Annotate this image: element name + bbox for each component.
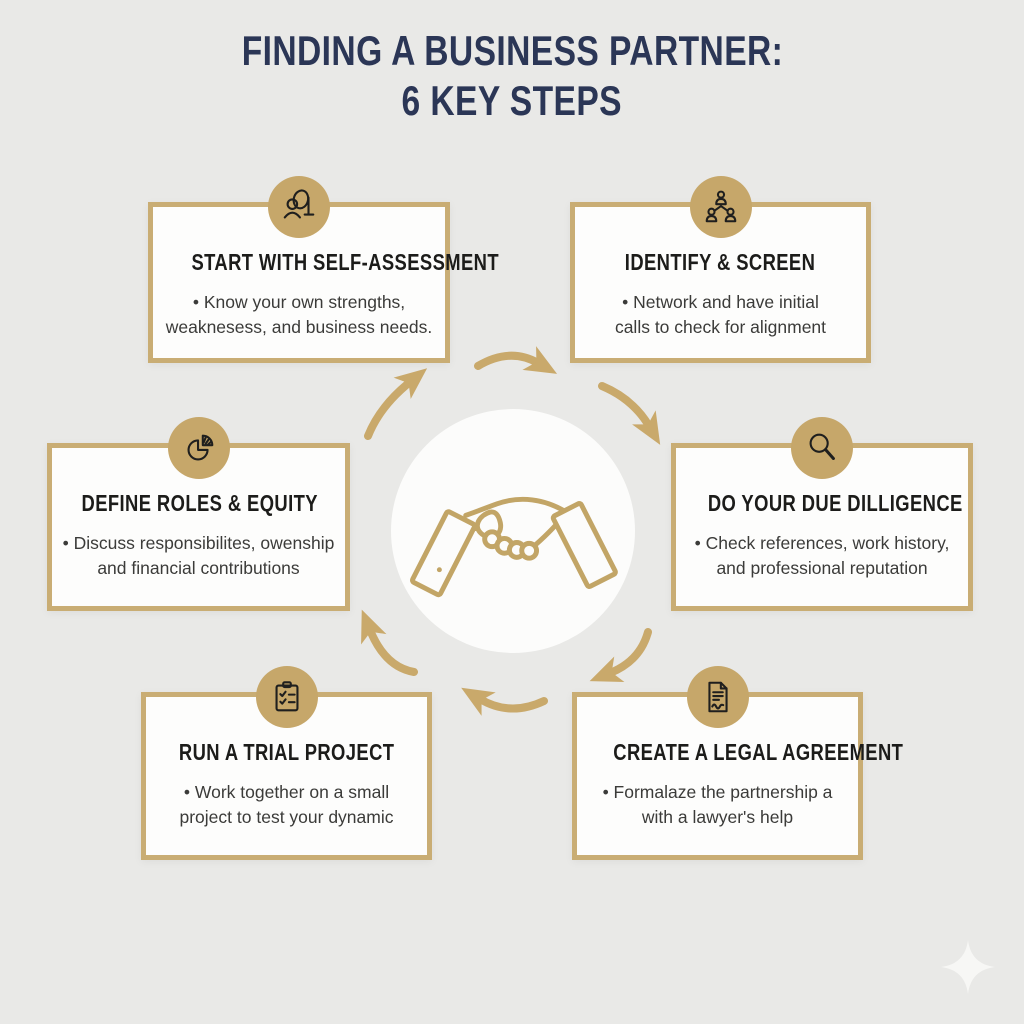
- step-heading: RUN A TRIAL PROJECT: [178, 739, 395, 765]
- step-body-line: calls to check for alignment: [614, 316, 827, 337]
- arrow-up-left: [364, 368, 428, 440]
- arrow-lower-left: [361, 609, 418, 676]
- arrow-top: [474, 346, 558, 374]
- network-people-icon: [689, 176, 752, 238]
- step-heading: CREATE A LEGAL AGREEMENT: [613, 739, 904, 765]
- magnifying-glass-icon: [791, 417, 853, 479]
- self-assessment-icon: [268, 176, 330, 238]
- step-body: • Check references, work history, and pr…: [676, 531, 968, 581]
- step-body-line: weaknesess, and business needs.: [165, 316, 433, 337]
- cycle-arrows: [361, 346, 661, 716]
- step-body: • Formalaze the partnership a with a law…: [577, 780, 858, 830]
- arrow-lower-right: [589, 628, 652, 682]
- sparkle-icon: [941, 940, 995, 994]
- step-body-line: and professional reputation: [716, 557, 928, 578]
- arrow-down-right: [598, 382, 661, 445]
- pie-chart-icon: [167, 417, 230, 479]
- step-body: • Know your own strengths, weaknesess, a…: [153, 290, 445, 340]
- title-line-1: FINDING A BUSINESS PARTNER:: [241, 27, 783, 74]
- arrow-bottom: [461, 687, 548, 716]
- page-title: FINDING A BUSINESS PARTNER: 6 KEY STEPS: [0, 26, 1024, 127]
- step-body-line: and financial contributions: [97, 557, 300, 578]
- step-card-self-assessment: START WITH SELF-ASSESSMENT • Know your o…: [148, 176, 499, 363]
- step-body-line: • Check references, work history,: [694, 533, 950, 553]
- step-heading: DEFINE ROLES & EQUITY: [81, 490, 318, 516]
- step-card-due-diligence: DO YOUR DUE DILLIGENCE • Check reference…: [671, 417, 973, 611]
- step-card-define-roles-equity: DEFINE ROLES & EQUITY • Discuss responsi…: [47, 417, 350, 611]
- step-body: • Work together on a small project to te…: [146, 780, 427, 830]
- step-body-line: • Know your own strengths,: [192, 292, 406, 312]
- clipboard-checklist-icon: [255, 666, 318, 728]
- handshake-icon: [409, 496, 618, 598]
- step-body-line: • Work together on a small: [183, 782, 390, 802]
- step-card-identify-screen: IDENTIFY & SCREEN • Network and have ini…: [570, 176, 871, 363]
- title-line-2: 6 KEY STEPS: [401, 77, 623, 125]
- step-body: • Network and have initial calls to chec…: [575, 290, 866, 340]
- step-heading: DO YOUR DUE DILLIGENCE: [707, 490, 963, 516]
- step-card-trial-project: RUN A TRIAL PROJECT • Work together on a…: [141, 666, 432, 860]
- step-card-legal-agreement: CREATE A LEGAL AGREEMENT • Formalaze the…: [572, 666, 903, 860]
- step-body-line: • Network and have initial: [622, 292, 819, 312]
- step-body-line: • Formalaze the partnership a: [602, 782, 833, 802]
- handshake-badge: [391, 409, 635, 653]
- step-heading: START WITH SELF-ASSESSMENT: [191, 249, 499, 275]
- step-body-line: with a lawyer's help: [641, 806, 794, 827]
- step-body-line: project to test your dynamic: [179, 806, 394, 827]
- signed-document-icon: [686, 666, 749, 728]
- step-body: • Discuss responsibilites, owenship and …: [52, 531, 345, 581]
- step-body-line: • Discuss responsibilites, owenship: [62, 533, 335, 553]
- step-heading: IDENTIFY & SCREEN: [625, 249, 816, 275]
